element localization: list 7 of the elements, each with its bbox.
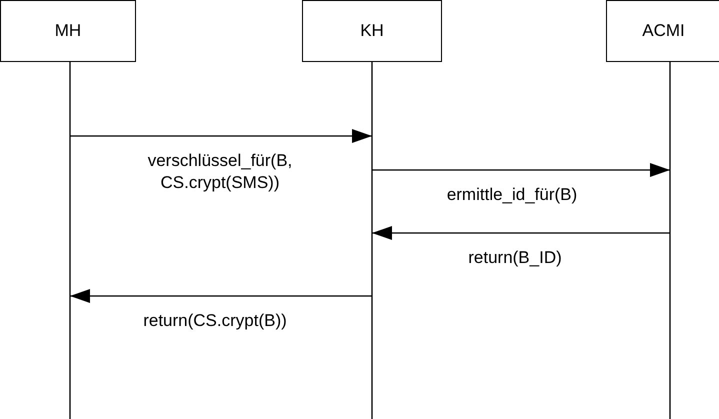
participant-box: KH (302, 0, 442, 62)
message-arrow (70, 289, 372, 303)
participant-box: ACMI (606, 0, 719, 62)
participant-box: MH (0, 0, 136, 62)
message-arrow (70, 129, 372, 143)
message-arrow (372, 226, 670, 240)
message-arrow (372, 163, 670, 177)
